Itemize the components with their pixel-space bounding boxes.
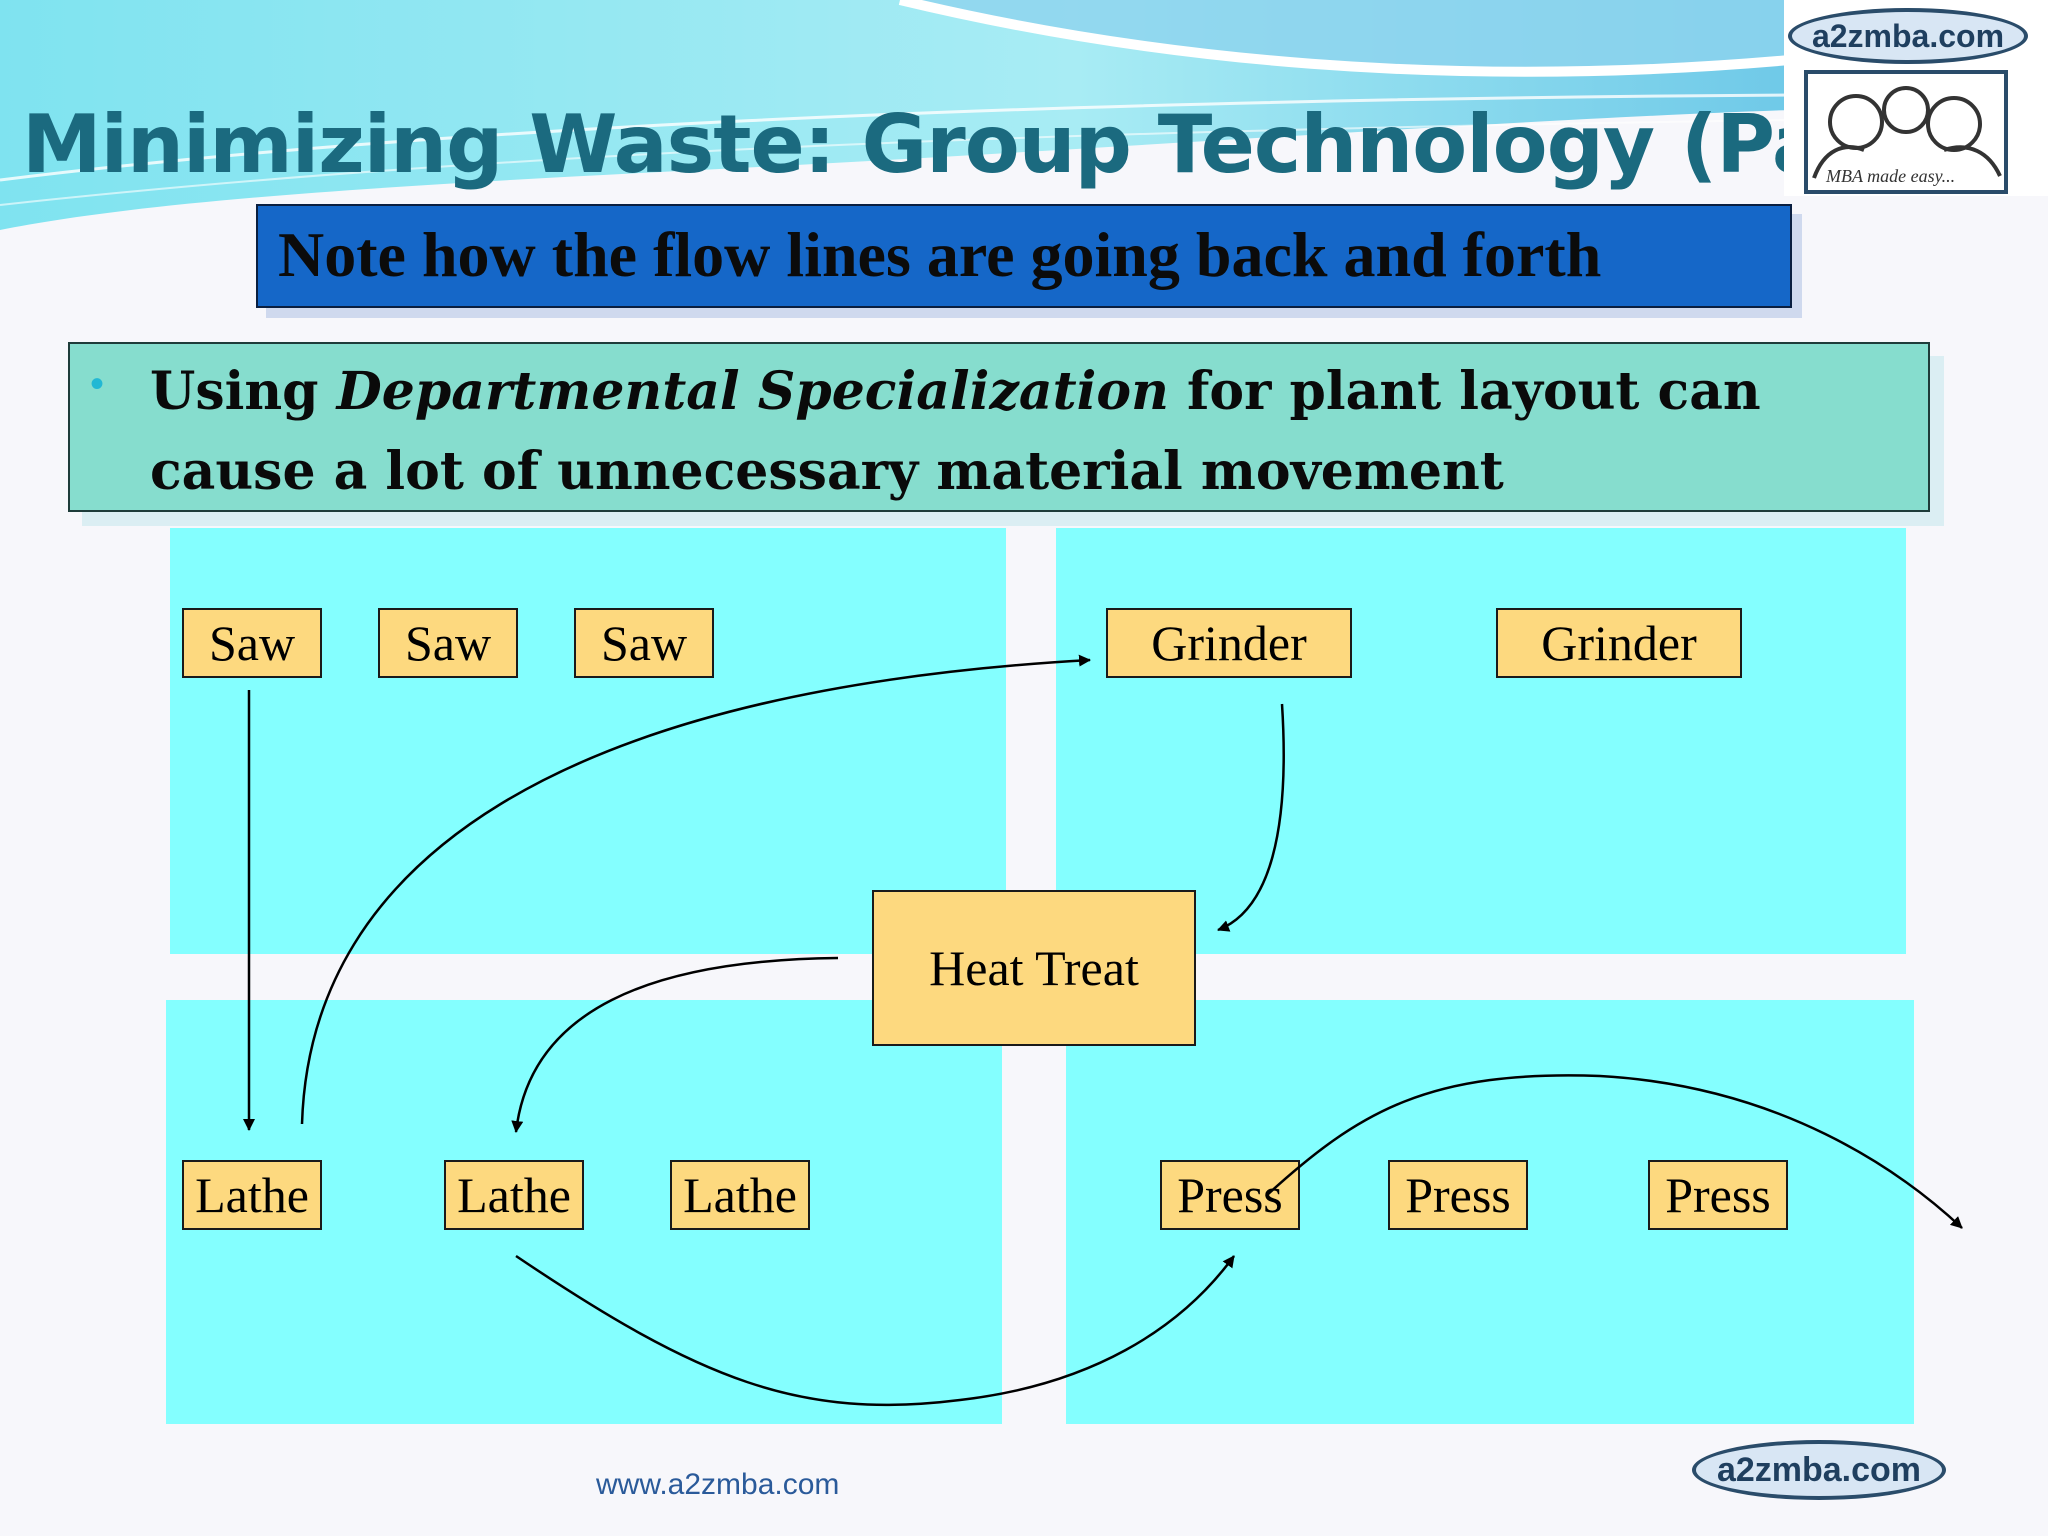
node-label: Press (1177, 1167, 1283, 1223)
bullet-text-emphasis: Departmental Specialization (336, 361, 1169, 422)
press-machine-1: Press (1160, 1160, 1300, 1230)
lathe-machine-3: Lathe (670, 1160, 810, 1230)
callout-box: Note how the flow lines are going back a… (256, 204, 1792, 308)
grinder-machine-2: Grinder (1496, 608, 1742, 678)
saw-machine-3: Saw (574, 608, 714, 678)
saw-machine-1: Saw (182, 608, 322, 678)
heat-treat-machine: Heat Treat (872, 890, 1196, 1046)
bullet-dot-icon: • (90, 362, 105, 406)
bullet-text: Using Departmental Specialization for pl… (150, 352, 1910, 512)
saw-machine-2: Saw (378, 608, 518, 678)
node-label: Lathe (457, 1167, 571, 1223)
footer-logo-badge: a2zmba.com (1692, 1440, 1946, 1500)
lathe-machine-2: Lathe (444, 1160, 584, 1230)
slide-title: Minimizing Waste: Group Technology (Part… (22, 98, 2019, 191)
node-label: Heat Treat (929, 940, 1139, 996)
node-label: Press (1665, 1167, 1771, 1223)
grinder-department-area (1056, 528, 1906, 954)
header-wave-background (0, 0, 1790, 230)
node-label: Grinder (1151, 615, 1307, 671)
lathe-machine-1: Lathe (182, 1160, 322, 1230)
logo-site-badge: a2zmba.com (1788, 8, 2028, 64)
callout-text: Note how the flow lines are going back a… (278, 219, 1602, 290)
node-label: Saw (208, 615, 296, 671)
bullet-box: • Using Departmental Specialization for … (68, 342, 1930, 512)
node-label: Press (1405, 1167, 1511, 1223)
press-machine-3: Press (1648, 1160, 1788, 1230)
bullet-text-after: for plant layout can cause a lot of unne… (150, 361, 1761, 502)
logo-tagline: MBA made easy... (1825, 166, 1955, 186)
footer-url[interactable]: www.a2zmba.com (596, 1468, 840, 1501)
node-label: Lathe (195, 1167, 309, 1223)
node-label: Grinder (1541, 615, 1697, 671)
node-label: Saw (404, 615, 492, 671)
logo-people-icon: MBA made easy... (1804, 70, 2008, 194)
press-machine-2: Press (1388, 1160, 1528, 1230)
node-label: Saw (600, 615, 688, 671)
node-label: Lathe (683, 1167, 797, 1223)
bullet-text-before: Using (150, 361, 337, 422)
grinder-machine-1: Grinder (1106, 608, 1352, 678)
